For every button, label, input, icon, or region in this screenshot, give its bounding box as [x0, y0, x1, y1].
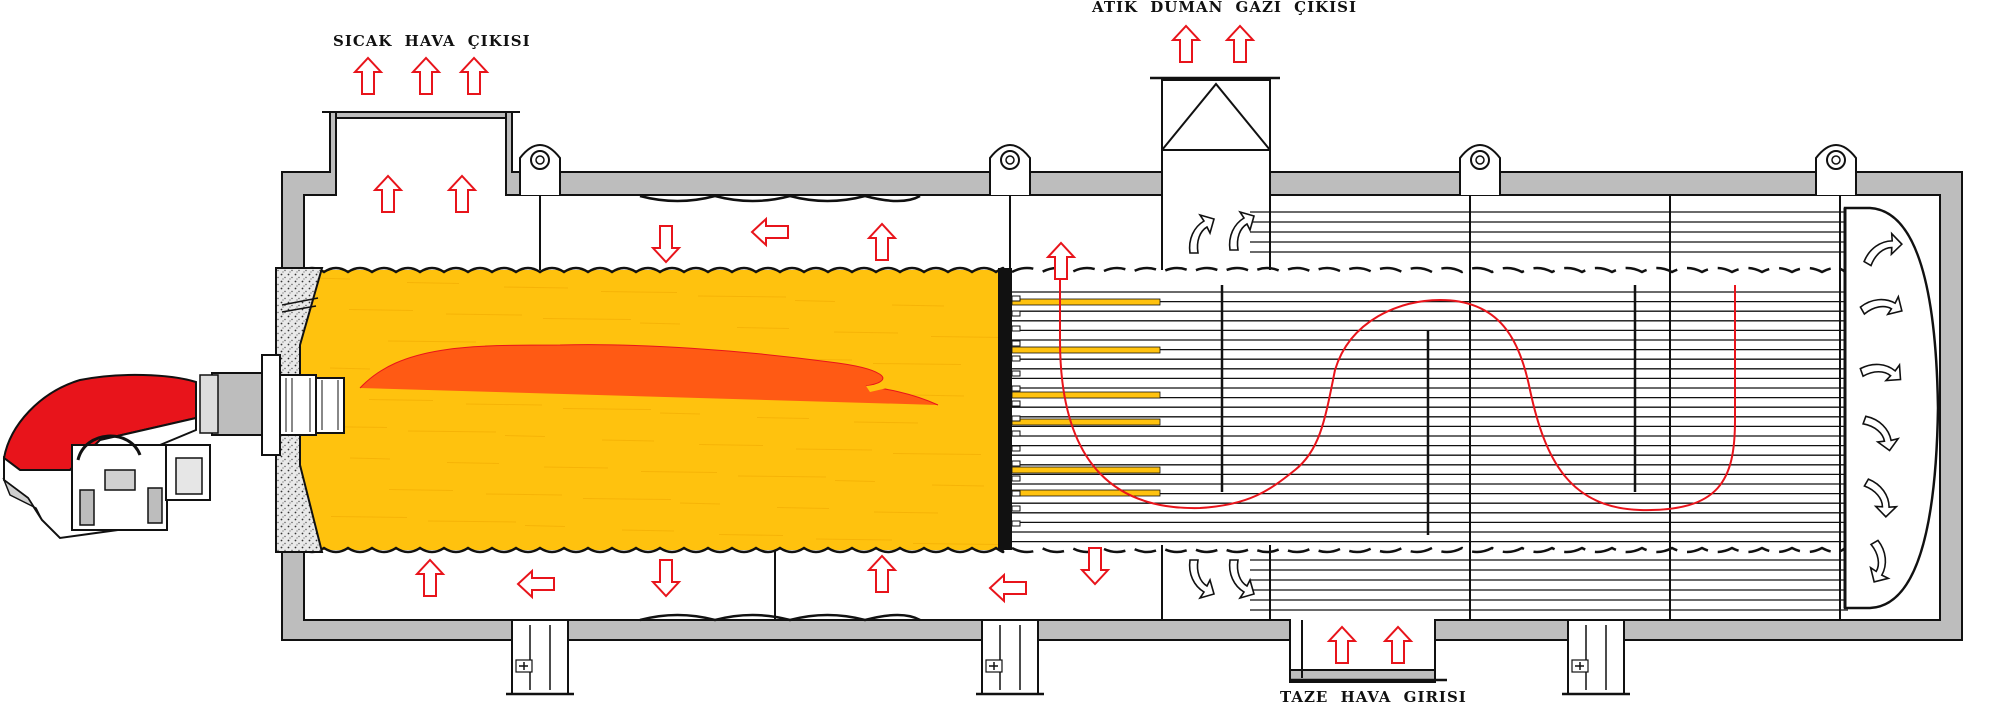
flue-gas-path [1059, 268, 1736, 512]
lifting-lugs [519, 144, 1857, 195]
hot-air-outlet-duct [322, 111, 520, 195]
corrugated-walls [299, 194, 1846, 622]
flue-gas-outlet-box [1150, 76, 1280, 270]
furnace-texture [309, 277, 1008, 545]
flue-gas-outlet-label: ATIK DUMAN GAZI ÇIKISI [1092, 0, 1358, 16]
burner-icon [2, 354, 345, 540]
gas-swirl-arrows [1188, 210, 1903, 600]
hot-air-outlet-label: SICAK HAVA ÇIKISI [333, 32, 531, 50]
fresh-air-inlet-label: TAZE HAVA GIRISI [1280, 688, 1467, 706]
tube-sheet [998, 268, 1021, 550]
tube-bundle [1010, 211, 1848, 611]
air-flow-arrows [352, 24, 1414, 664]
fresh-air-inlet-duct [1290, 620, 1447, 682]
furnace-chamber [300, 270, 1008, 550]
support-legs [506, 619, 1630, 696]
